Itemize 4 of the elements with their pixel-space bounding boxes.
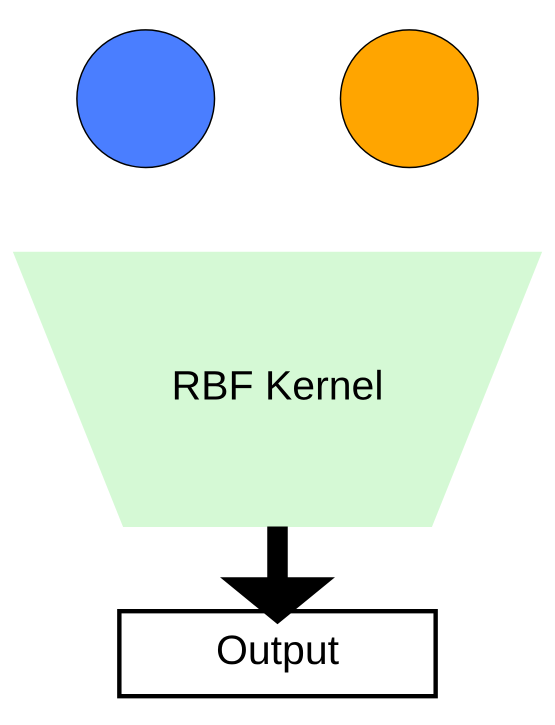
node-circle	[76, 28, 216, 168]
node-box: Output	[117, 608, 438, 698]
arrow	[220, 526, 335, 624]
node-circle	[340, 28, 479, 168]
